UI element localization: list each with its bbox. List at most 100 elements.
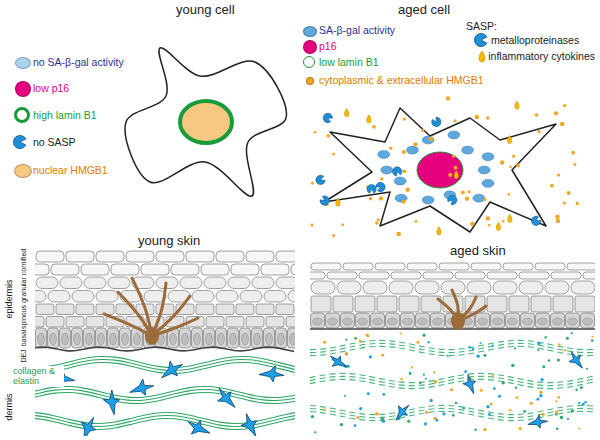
cytokine-icon [479, 51, 485, 62]
spinous-cell [333, 296, 353, 312]
basal-cell [48, 328, 59, 348]
cornified-cell [81, 264, 109, 275]
granular-cell [108, 277, 130, 289]
hmgb1-dot [502, 220, 505, 223]
basal-cell [204, 328, 215, 348]
sasp-dot [409, 372, 411, 374]
panel-label: collagen & elastin [12, 366, 64, 387]
legend-swatch [303, 40, 317, 54]
spinous-cell [36, 304, 54, 315]
legend-text: metalloproteinases [491, 34, 579, 46]
hmgb1-dot [377, 218, 380, 221]
hmgb1-dot [403, 169, 407, 173]
sasp-dot [558, 343, 560, 345]
melanocyte [145, 327, 159, 345]
basal-nucleus [74, 333, 81, 345]
sasp-dot [537, 342, 540, 345]
granular-cell [84, 277, 106, 289]
cornified-cell [535, 263, 565, 270]
basal-nucleus [242, 333, 249, 345]
spinous-cell [156, 304, 174, 315]
sasp-dot [345, 353, 348, 356]
basal-cell [288, 328, 296, 348]
cornified-cell [391, 272, 421, 279]
basal-nucleus [194, 333, 201, 345]
collagen-fiber [35, 418, 295, 429]
hmgb1-dot [571, 151, 575, 155]
cornified-cell [66, 251, 94, 262]
hmgb1-dot [573, 163, 576, 166]
fibroblast [241, 414, 257, 436]
hmgb1-dot [454, 166, 458, 170]
sasp-dot [416, 341, 419, 344]
legend-swatch [15, 57, 31, 69]
spinous-cell [226, 317, 244, 328]
sasp-dot [450, 388, 453, 391]
cornified-cell [471, 263, 501, 270]
sa-beta-gal-blob [473, 194, 485, 202]
sasp-icon-sample [13, 135, 26, 148]
collagen-fiber [310, 373, 595, 382]
sa-beta-gal-blob [422, 136, 434, 144]
dermal-epidermal-junction [35, 347, 294, 351]
aged-nucleus [417, 152, 463, 188]
granular-cell [288, 291, 295, 303]
cytokine [496, 222, 501, 230]
spinous-cell [196, 304, 214, 315]
cornified-cell [276, 251, 295, 262]
sasp-dot [425, 378, 427, 380]
basal-cell [60, 328, 71, 348]
sasp-dot [382, 393, 385, 396]
layer-label: dermis [4, 393, 14, 420]
sasp-dot [545, 336, 547, 338]
sasp-dot [419, 382, 421, 384]
fibroblast [188, 420, 210, 434]
spinous-cell [246, 317, 264, 328]
basal-cell [120, 328, 131, 348]
sasp-dot [514, 347, 516, 349]
hmgb1-dot [535, 113, 539, 117]
cornified-cell [311, 263, 341, 270]
sasp-dot [483, 428, 486, 431]
basal-nucleus [38, 333, 45, 345]
basal-nucleus [478, 318, 488, 325]
granular-cell [467, 281, 491, 294]
cornified-cell [439, 263, 469, 270]
metalloproteinase [430, 116, 443, 128]
sasp-dot [359, 407, 362, 410]
sasp-dot [509, 409, 511, 411]
basal-cell [84, 328, 95, 348]
basal-cell [341, 313, 355, 328]
basal-nucleus [418, 318, 428, 325]
sasp-dot [591, 336, 593, 338]
cornified-cell [36, 251, 64, 262]
hmgb1-dot [488, 224, 491, 227]
cornified-cell [503, 263, 533, 270]
panel-label: young skin [138, 234, 200, 249]
fibroblast [259, 366, 284, 382]
cornified-cell [583, 272, 595, 279]
basal-cell [228, 328, 239, 348]
cornified-cell [35, 264, 49, 275]
sasp-dot [584, 401, 586, 403]
sasp-dot [356, 416, 359, 419]
cornified-cell [261, 264, 289, 275]
basal-cell [276, 328, 287, 348]
sasp-dot [591, 339, 594, 342]
spinous-cell [66, 317, 84, 328]
sa-beta-gal-blob [448, 131, 460, 139]
basal-nucleus [290, 333, 296, 345]
aged-skin-section [310, 262, 595, 436]
granular-cell [493, 281, 517, 294]
sasp-dot [455, 402, 458, 405]
basal-cell [326, 313, 340, 328]
legend-text: no SA-β-gal activity [33, 56, 124, 68]
hmgb1-dot [486, 216, 490, 220]
lamin-ring-thin [304, 57, 315, 68]
basal-nucleus [508, 318, 518, 325]
basal-nucleus [266, 333, 273, 345]
sasp-dot [411, 366, 413, 368]
sasp-dot [539, 391, 542, 394]
hmgb1-dot [379, 196, 383, 200]
sa-beta-gal-blob [378, 150, 390, 158]
